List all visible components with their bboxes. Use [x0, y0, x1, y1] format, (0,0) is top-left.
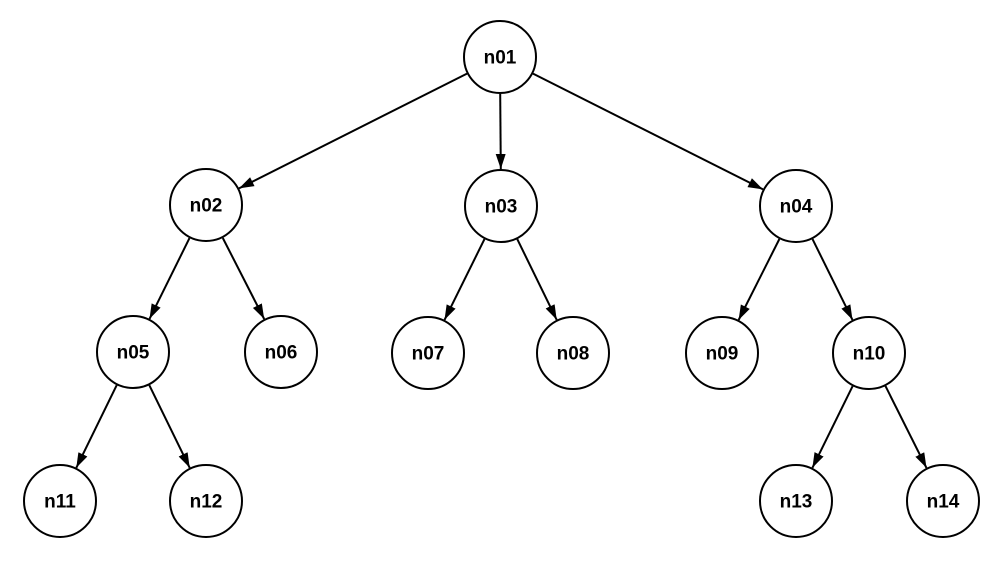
tree-node-n03: n03 [464, 169, 538, 243]
tree-node-n02: n02 [169, 168, 243, 242]
tree-node-circle-n12 [169, 464, 243, 538]
tree-node-circle-n05 [96, 315, 170, 389]
tree-edge-n02-n06 [221, 237, 266, 320]
tree-node-circle-n03 [464, 169, 538, 243]
tree-node-n06: n06 [244, 315, 318, 389]
tree-node-circle-n14 [906, 464, 980, 538]
tree-node-circle-n13 [759, 464, 833, 538]
tree-edge-n10-n14 [884, 385, 928, 469]
tree-node-n04: n04 [759, 169, 833, 243]
tree-edge-n02-n05 [148, 237, 191, 320]
tree-node-n10: n10 [832, 316, 906, 390]
tree-nodes: n01 n02 n03 n04 n05 n06 n07 n08 n09 n10 n11 n12 n13 n… [23, 20, 980, 538]
tree-edge-n05-n12 [148, 384, 191, 469]
tree-node-circle-n09 [685, 316, 759, 390]
tree-edge-n01-n04 [532, 72, 764, 191]
tree-node-n08: n08 [536, 316, 610, 390]
tree-node-n14: n14 [906, 464, 980, 538]
tree-node-n09: n09 [685, 316, 759, 390]
tree-node-circle-n01 [463, 20, 537, 94]
tree-node-n13: n13 [759, 464, 833, 538]
tree-node-circle-n10 [832, 316, 906, 390]
tree-edge-n05-n11 [75, 384, 118, 469]
tree-node-circle-n11 [23, 464, 97, 538]
tree-node-circle-n02 [169, 168, 243, 242]
tree-edge-n01-n03 [495, 93, 506, 170]
tree-edge-n03-n08 [516, 238, 558, 321]
tree-edge-n04-n09 [737, 238, 781, 321]
tree-edge-n04-n10 [811, 238, 854, 321]
tree-edge-n01-n02 [238, 72, 468, 190]
tree-node-circle-n08 [536, 316, 610, 390]
tree-node-circle-n04 [759, 169, 833, 243]
tree-node-n12: n12 [169, 464, 243, 538]
tree-node-n11: n11 [23, 464, 97, 538]
tree-node-n01: n01 [463, 20, 537, 94]
tree-node-circle-n07 [391, 316, 465, 390]
tree-edge-n10-n13 [811, 385, 854, 469]
tree-node-circle-n06 [244, 315, 318, 389]
tree-node-n07: n07 [391, 316, 465, 390]
tree-edges [75, 72, 928, 469]
tree-edge-n03-n07 [443, 238, 486, 321]
tree-node-n05: n05 [96, 315, 170, 389]
